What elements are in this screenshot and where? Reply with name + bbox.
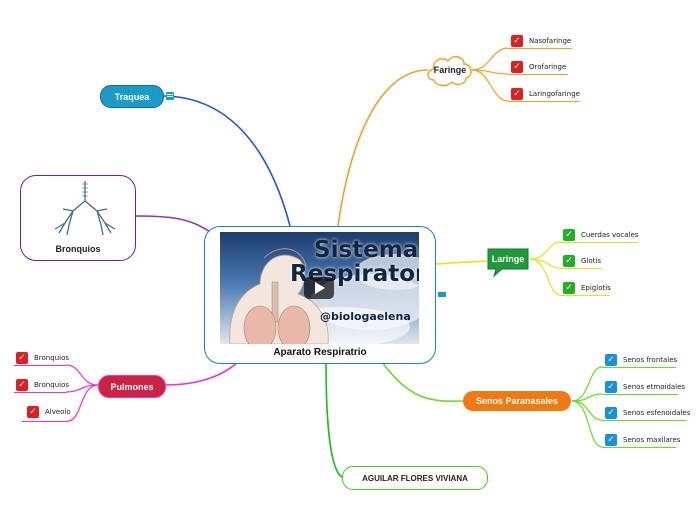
bronchial-tree-icon xyxy=(54,181,116,236)
checkbox-icon: ✓ xyxy=(563,282,575,294)
list-item[interactable]: ✓ Orofaringe xyxy=(511,61,566,73)
link-laringe xyxy=(435,260,488,265)
checkbox-icon: ✓ xyxy=(27,406,39,418)
link-pulmones xyxy=(164,361,239,386)
topic-faringe[interactable]: Faringe xyxy=(426,52,474,88)
note-icon[interactable] xyxy=(166,92,174,100)
list-item[interactable]: ✓ Bronquios xyxy=(16,352,69,364)
checkbox-icon: ✓ xyxy=(16,379,28,391)
topic-traquea[interactable]: Traquea xyxy=(100,85,164,108)
list-item[interactable]: ✓ Senos etmoidales xyxy=(605,381,685,393)
list-item[interactable]: ✓ Bronquios xyxy=(16,379,69,391)
checkbox-icon: ✓ xyxy=(16,352,28,364)
link-traquea xyxy=(161,95,291,227)
play-button[interactable] xyxy=(304,277,334,299)
topic-bronquios[interactable]: Bronquios xyxy=(20,175,136,261)
checkbox-icon: ✓ xyxy=(563,255,575,267)
play-icon xyxy=(315,282,325,294)
cloud-shape-icon xyxy=(427,56,472,87)
video-thumbnail[interactable]: Sistema Respiratorio @biologaelena xyxy=(220,232,419,344)
link-bronquios xyxy=(135,215,211,233)
topic-laringe[interactable]: Laringe xyxy=(486,247,530,277)
topic-senos-paranasales[interactable]: Senos Paranasales xyxy=(463,391,571,411)
bronquios-label: Bronquios xyxy=(55,244,101,254)
checkbox-icon: ✓ xyxy=(605,434,617,446)
checkbox-icon: ✓ xyxy=(605,407,617,419)
list-item[interactable]: ✓ Glotis xyxy=(563,255,601,267)
list-item[interactable]: ✓ Laringofaringe xyxy=(511,88,580,100)
callout-shape-icon xyxy=(487,248,529,277)
list-item[interactable]: ✓ Epiglotis xyxy=(563,282,611,294)
link-author xyxy=(325,361,343,478)
checkbox-icon: ✓ xyxy=(563,229,575,241)
video-handle: @biologaelena xyxy=(320,310,411,323)
link-senos xyxy=(381,361,464,402)
list-item[interactable]: ✓ Senos frontales xyxy=(605,354,677,366)
list-item[interactable]: ✓ Senos maxilares xyxy=(605,434,680,446)
checkbox-icon: ✓ xyxy=(511,35,523,47)
topic-author[interactable]: AGUILAR FLORES VIVIANA xyxy=(342,466,488,490)
list-item[interactable]: ✓ Nasofaringe xyxy=(511,35,571,47)
checkbox-icon: ✓ xyxy=(511,88,523,100)
list-item[interactable]: ✓ Senos esfenoidales xyxy=(605,407,690,419)
checkbox-icon: ✓ xyxy=(605,354,617,366)
list-item[interactable]: ✓ Alveolo xyxy=(27,406,71,418)
anatomy-illustration-icon xyxy=(229,248,419,344)
link-faringe xyxy=(337,69,429,227)
checkbox-icon: ✓ xyxy=(605,381,617,393)
topic-pulmones[interactable]: Pulmones xyxy=(98,375,166,398)
central-topic[interactable]: Sistema Respiratorio @biologaelena Apara… xyxy=(204,226,436,364)
central-label: Aparato Respiratrio xyxy=(273,347,367,358)
attachment-icon[interactable] xyxy=(438,292,446,297)
list-item[interactable]: ✓ Cuerdas vocales xyxy=(563,229,638,241)
checkbox-icon: ✓ xyxy=(511,61,523,73)
